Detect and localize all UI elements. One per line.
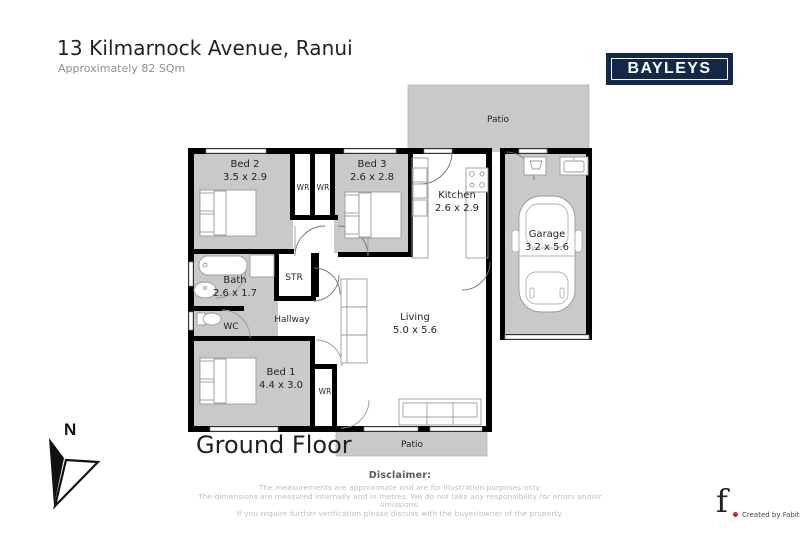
walls — [188, 148, 592, 432]
room-labels: Patio Bed 2 3.5 x 2.9 WR WR Bed 3 2.6 x … — [213, 115, 569, 450]
room-label-str: STR — [285, 273, 302, 283]
room-label-wr-a: WR — [297, 183, 310, 192]
bayleys-logo: BAYLEYS — [606, 53, 733, 85]
basin-icon — [193, 281, 217, 299]
fabit-dot-icon — [733, 512, 738, 517]
north-arrow-icon — [49, 438, 101, 510]
disclaimer-line-2: The dimensions are measured internally a… — [198, 491, 602, 510]
compass-north-label: N — [64, 420, 77, 439]
room-dims-kitchen: 2.6 x 2.9 — [435, 203, 479, 214]
floor-label: Ground Floor — [196, 431, 352, 459]
bed-icon-bed1 — [199, 357, 257, 405]
room-label-bed2: Bed 2 — [231, 159, 260, 170]
shelving-icon — [340, 278, 368, 364]
shower-icon — [249, 254, 275, 278]
fabit-credit: f Created by Fabit — [716, 482, 800, 521]
fabit-credit-text: Created by Fabit — [742, 511, 800, 519]
room-dims-bed2: 3.5 x 2.9 — [223, 172, 267, 183]
furniture — [193, 156, 589, 426]
sofa-icon — [398, 398, 482, 426]
room-label-garage: Garage — [529, 229, 566, 240]
fabit-mark-icon: f — [716, 482, 728, 520]
room-label-bed3: Bed 3 — [358, 159, 387, 170]
room-label-patio-bottom: Patio — [401, 440, 424, 450]
disclaimer: Disclaimer: The measurements are approxi… — [196, 470, 604, 518]
bathtub-icon — [198, 255, 248, 276]
bayleys-logo-border: BAYLEYS — [611, 58, 728, 80]
room-label-kitchen: Kitchen — [438, 190, 476, 201]
room-dims-living: 5.0 x 5.6 — [393, 325, 437, 336]
room-label-patio-top: Patio — [487, 115, 510, 125]
room-label-wr-b: WR — [317, 183, 330, 192]
room-label-hallway: Hallway — [274, 315, 310, 325]
page-subtitle: Approximately 82 SQm — [58, 62, 186, 75]
stove-icon — [465, 167, 489, 193]
room-dims-bath: 2.6 x 1.7 — [213, 288, 257, 299]
bayleys-logo-text: BAYLEYS — [627, 60, 712, 77]
disclaimer-heading: Disclaimer: — [368, 470, 432, 481]
car-icon — [511, 195, 583, 313]
room-dims-bed3: 2.6 x 2.8 — [350, 172, 394, 183]
room-label-wr-c: WR — [319, 387, 332, 396]
disclaimer-line-3: If you require further verification plea… — [236, 508, 564, 518]
fridge-icon — [412, 167, 428, 183]
disclaimer-line-1: The measurements are approximate and are… — [258, 483, 542, 492]
windows — [188, 148, 590, 432]
bed-icon-bed3 — [344, 191, 402, 239]
compass-rose: N — [28, 418, 116, 510]
room-label-bed1: Bed 1 — [267, 367, 296, 378]
room-label-wc: WC — [223, 322, 238, 332]
bed-icon-bed2 — [199, 189, 257, 237]
room-label-living: Living — [400, 312, 430, 323]
room-dims-garage: 3.2 x 5.6 — [525, 242, 569, 253]
room-dims-bed1: 4.4 x 3.0 — [259, 380, 303, 391]
page-title: 13 Kilmarnock Avenue, Ranui — [57, 36, 353, 60]
door-swings — [215, 151, 535, 429]
room-label-bath: Bath — [223, 275, 246, 286]
